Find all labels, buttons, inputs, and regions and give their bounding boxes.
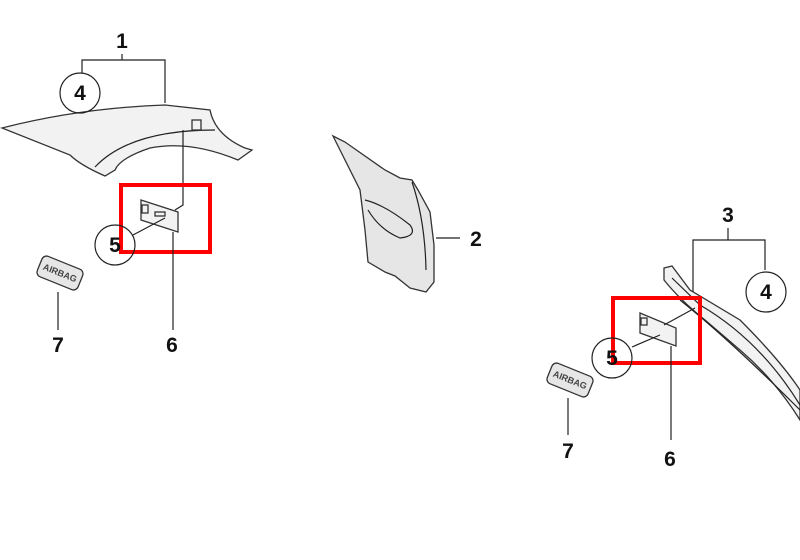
callout-6: 6 bbox=[166, 334, 178, 357]
callout-2: 2 bbox=[470, 228, 482, 251]
callout-5: 5 bbox=[109, 234, 121, 257]
callout-5-circle bbox=[94, 224, 136, 266]
part-6-clip-right bbox=[639, 312, 677, 347]
part-6-clip bbox=[140, 199, 179, 233]
callout-3: 3 bbox=[722, 204, 734, 227]
part-7-airbag-badge-right: AIRBAG bbox=[546, 362, 594, 398]
callout-4-circle bbox=[59, 72, 101, 114]
callout-1: 1 bbox=[116, 30, 128, 53]
part-1-pillar-trim bbox=[0, 104, 254, 177]
part-7-airbag-badge: AIRBAG bbox=[36, 255, 84, 291]
callout-4: 4 bbox=[74, 82, 86, 105]
highlight-box-left bbox=[119, 183, 212, 254]
callout-7: 7 bbox=[52, 334, 64, 357]
callout-7-right: 7 bbox=[562, 440, 574, 463]
callout-5-circle-right bbox=[591, 337, 633, 379]
part-3-pillar-trim bbox=[663, 265, 800, 422]
leader-1 bbox=[81, 54, 166, 103]
highlight-box-right bbox=[611, 296, 702, 365]
callout-6-right: 6 bbox=[664, 448, 676, 471]
callout-4-right: 4 bbox=[760, 281, 772, 304]
callout-4-circle-right bbox=[745, 271, 787, 313]
callout-5-right: 5 bbox=[606, 347, 618, 370]
part-2-side-trim bbox=[331, 134, 435, 293]
